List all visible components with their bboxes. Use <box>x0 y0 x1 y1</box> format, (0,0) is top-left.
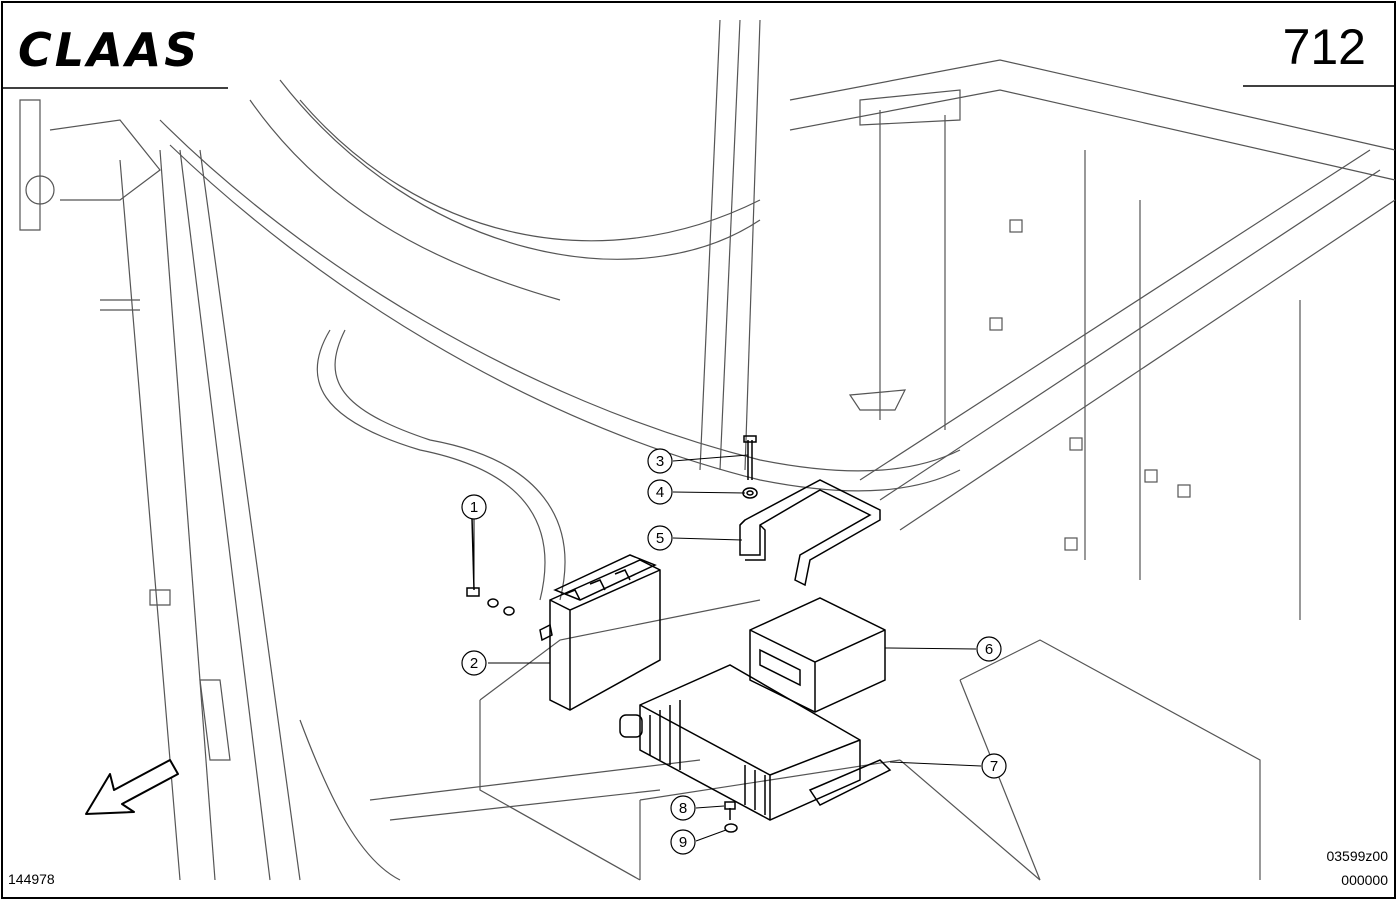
callout-8: 8 <box>670 795 696 821</box>
drawing-code-right-top: 03599z00 <box>1326 848 1388 864</box>
bolt-3 <box>747 440 753 480</box>
washer-9 <box>724 823 738 833</box>
callout-5: 5 <box>647 525 673 551</box>
svg-text:8: 8 <box>679 800 687 817</box>
callout-6: 6 <box>976 636 1002 662</box>
page-number: 712 <box>1283 19 1366 75</box>
callout-4: 4 <box>647 479 673 505</box>
module-box-6 <box>749 597 886 713</box>
arrow-down-left-icon <box>85 759 179 815</box>
bracket-5 <box>739 479 881 587</box>
cab-frame-drawing <box>19 19 1396 881</box>
svg-text:2: 2 <box>470 655 478 672</box>
washer-4 <box>742 487 758 499</box>
callout-9: 9 <box>670 829 696 855</box>
callout-7: 7 <box>981 753 1007 779</box>
drawing-code-right-bottom: 000000 <box>1341 872 1388 888</box>
parts-drawing <box>466 435 892 833</box>
svg-text:3: 3 <box>656 453 664 470</box>
heatsink-unit-7 <box>639 664 861 821</box>
leader-lines <box>473 454 982 842</box>
callout-3: 3 <box>647 448 673 474</box>
callout-1: 1 <box>461 494 487 520</box>
brand-logo: CLAAS <box>18 23 200 77</box>
svg-text:7: 7 <box>990 758 998 775</box>
callout-2: 2 <box>461 650 487 676</box>
svg-text:6: 6 <box>985 641 993 658</box>
svg-text:1: 1 <box>470 499 478 516</box>
svg-text:4: 4 <box>656 484 664 501</box>
svg-text:5: 5 <box>656 530 664 547</box>
drawing-code-left: 144978 <box>8 871 55 887</box>
control-unit-2 <box>549 559 661 711</box>
svg-text:9: 9 <box>679 834 687 851</box>
